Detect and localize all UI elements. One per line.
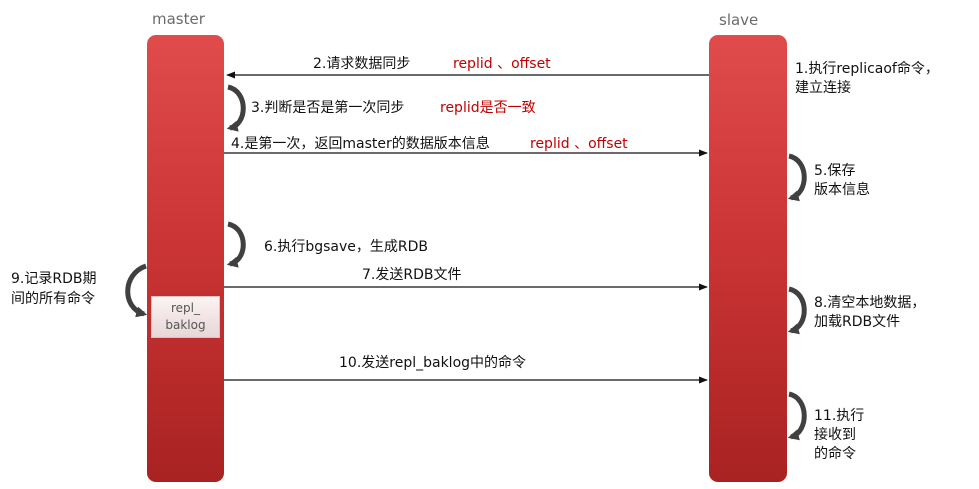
step11-label-line2: 接收到 (814, 427, 856, 443)
step10-label: 10.发送repl_baklog中的命令 (339, 355, 527, 371)
record-commands-loop (125, 263, 148, 318)
step6-label: 6.执行bgsave，生成RDB (264, 239, 429, 255)
repl-baklog-line1: repl_ (170, 301, 200, 315)
step8-label-line2: 加载RDB文件 (814, 314, 901, 330)
step9-label-line2: 间的所有命令 (11, 291, 95, 307)
bgsave-loop (226, 221, 246, 268)
step4-label: 4.是第一次，返回master的数据版本信息 (231, 136, 490, 152)
step11-label-line3: 的命令 (814, 446, 856, 462)
step1-label-line2: 建立连接 (795, 80, 851, 96)
save-version-loop (787, 153, 807, 202)
step8-label-line1: 8.清空本地数据， (814, 295, 926, 311)
master-lifeline (147, 35, 224, 482)
slave-lifeline (709, 35, 787, 482)
load-rdb-loop (787, 286, 807, 335)
step4-params: replid 、offset (530, 136, 628, 152)
step1-label-line1: 1.执行replicaof命令， (795, 61, 939, 77)
step2-params: replid 、offset (453, 56, 551, 72)
step7-label: 7.发送RDB文件 (362, 267, 462, 283)
step2-label: 2.请求数据同步 (313, 56, 411, 72)
step11-label-line1: 11.执行 (814, 408, 865, 424)
step5-label-line1: 5.保存 (814, 163, 856, 179)
slave-title: slave (719, 11, 759, 29)
step3-params: replid是否一致 (440, 100, 536, 116)
execute-commands-loop (787, 391, 807, 441)
check-first-sync-loop (226, 84, 246, 132)
repl-baklog-line2: baklog (165, 318, 206, 332)
step9-label-line1: 9.记录RDB期 (11, 271, 97, 287)
step5-label-line2: 版本信息 (814, 182, 870, 198)
step3-label: 3.判断是否是第一次同步 (251, 100, 405, 116)
repl-baklog-buffer: repl_ baklog (151, 296, 220, 338)
master-title: master (152, 10, 205, 28)
